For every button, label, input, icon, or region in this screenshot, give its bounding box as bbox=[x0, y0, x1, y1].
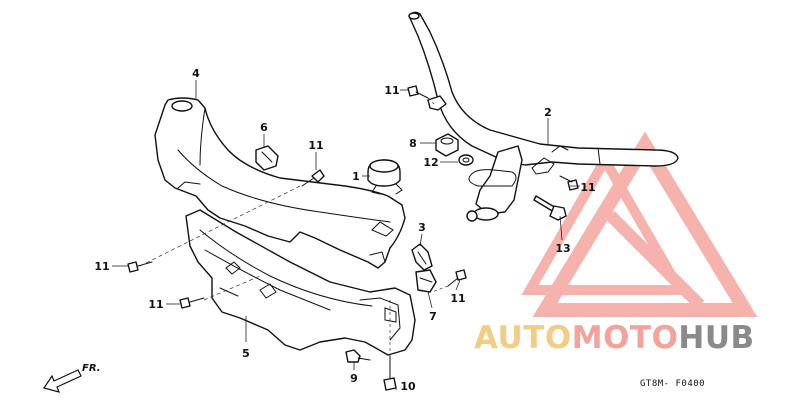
part-label-11-mid: 11 bbox=[450, 292, 465, 305]
bolt-part-9 bbox=[345, 349, 371, 363]
part-label-5: 5 bbox=[242, 347, 250, 360]
screw-part-11-group bbox=[127, 85, 579, 309]
clamp-part-7 bbox=[415, 269, 437, 293]
watermark-hub: HUB bbox=[678, 320, 754, 356]
watermark-auto: AUTO bbox=[474, 320, 572, 356]
part-label-7: 7 bbox=[429, 310, 437, 323]
watermark-text: AUTOMOTOHUB bbox=[474, 320, 755, 356]
horn-part bbox=[367, 159, 403, 195]
part-label-4: 4 bbox=[192, 67, 200, 80]
part-label-1: 1 bbox=[352, 170, 360, 183]
alignment-dashes bbox=[139, 97, 449, 356]
part-label-11-right: 11 bbox=[580, 181, 595, 194]
bolt-part-13 bbox=[533, 195, 567, 221]
part-label-11-upper: 11 bbox=[384, 84, 399, 97]
part-labels: 4 6 11 1 2 8 12 11 11 13 3 7 11 5 11 11 … bbox=[94, 67, 595, 393]
part-label-12: 12 bbox=[423, 156, 438, 169]
handlebar-part bbox=[408, 11, 679, 222]
watermark-logo-mark bbox=[521, 131, 758, 317]
front-direction-label: FR. bbox=[82, 363, 101, 374]
screw-part-10 bbox=[383, 355, 397, 391]
clip-part-6 bbox=[255, 145, 279, 171]
clamp-part-3 bbox=[411, 243, 433, 271]
part-label-2: 2 bbox=[544, 106, 552, 119]
inner-cover-upper-part bbox=[154, 97, 406, 269]
part-label-10: 10 bbox=[400, 380, 416, 393]
part-label-9: 9 bbox=[350, 372, 358, 385]
leader-lines bbox=[112, 80, 580, 390]
part-label-13: 13 bbox=[555, 242, 570, 255]
washer-part-12 bbox=[458, 154, 474, 166]
diagram-code: GT8M- F0400 bbox=[640, 379, 705, 389]
watermark-moto: MOTO bbox=[572, 320, 679, 356]
part-label-6: 6 bbox=[260, 121, 268, 134]
part-label-3: 3 bbox=[418, 221, 426, 234]
part-label-11-top: 11 bbox=[308, 139, 323, 152]
inner-cover-lower-part bbox=[185, 209, 416, 356]
svg-text:AUTOMOTOHUB: AUTOMOTOHUB bbox=[474, 320, 755, 356]
grommet-part-8 bbox=[435, 133, 459, 157]
part-label-11-left: 11 bbox=[94, 260, 109, 273]
part-label-8: 8 bbox=[409, 137, 417, 150]
part-label-11-lower: 11 bbox=[148, 298, 163, 311]
front-direction-arrow: FR. bbox=[43, 363, 101, 393]
